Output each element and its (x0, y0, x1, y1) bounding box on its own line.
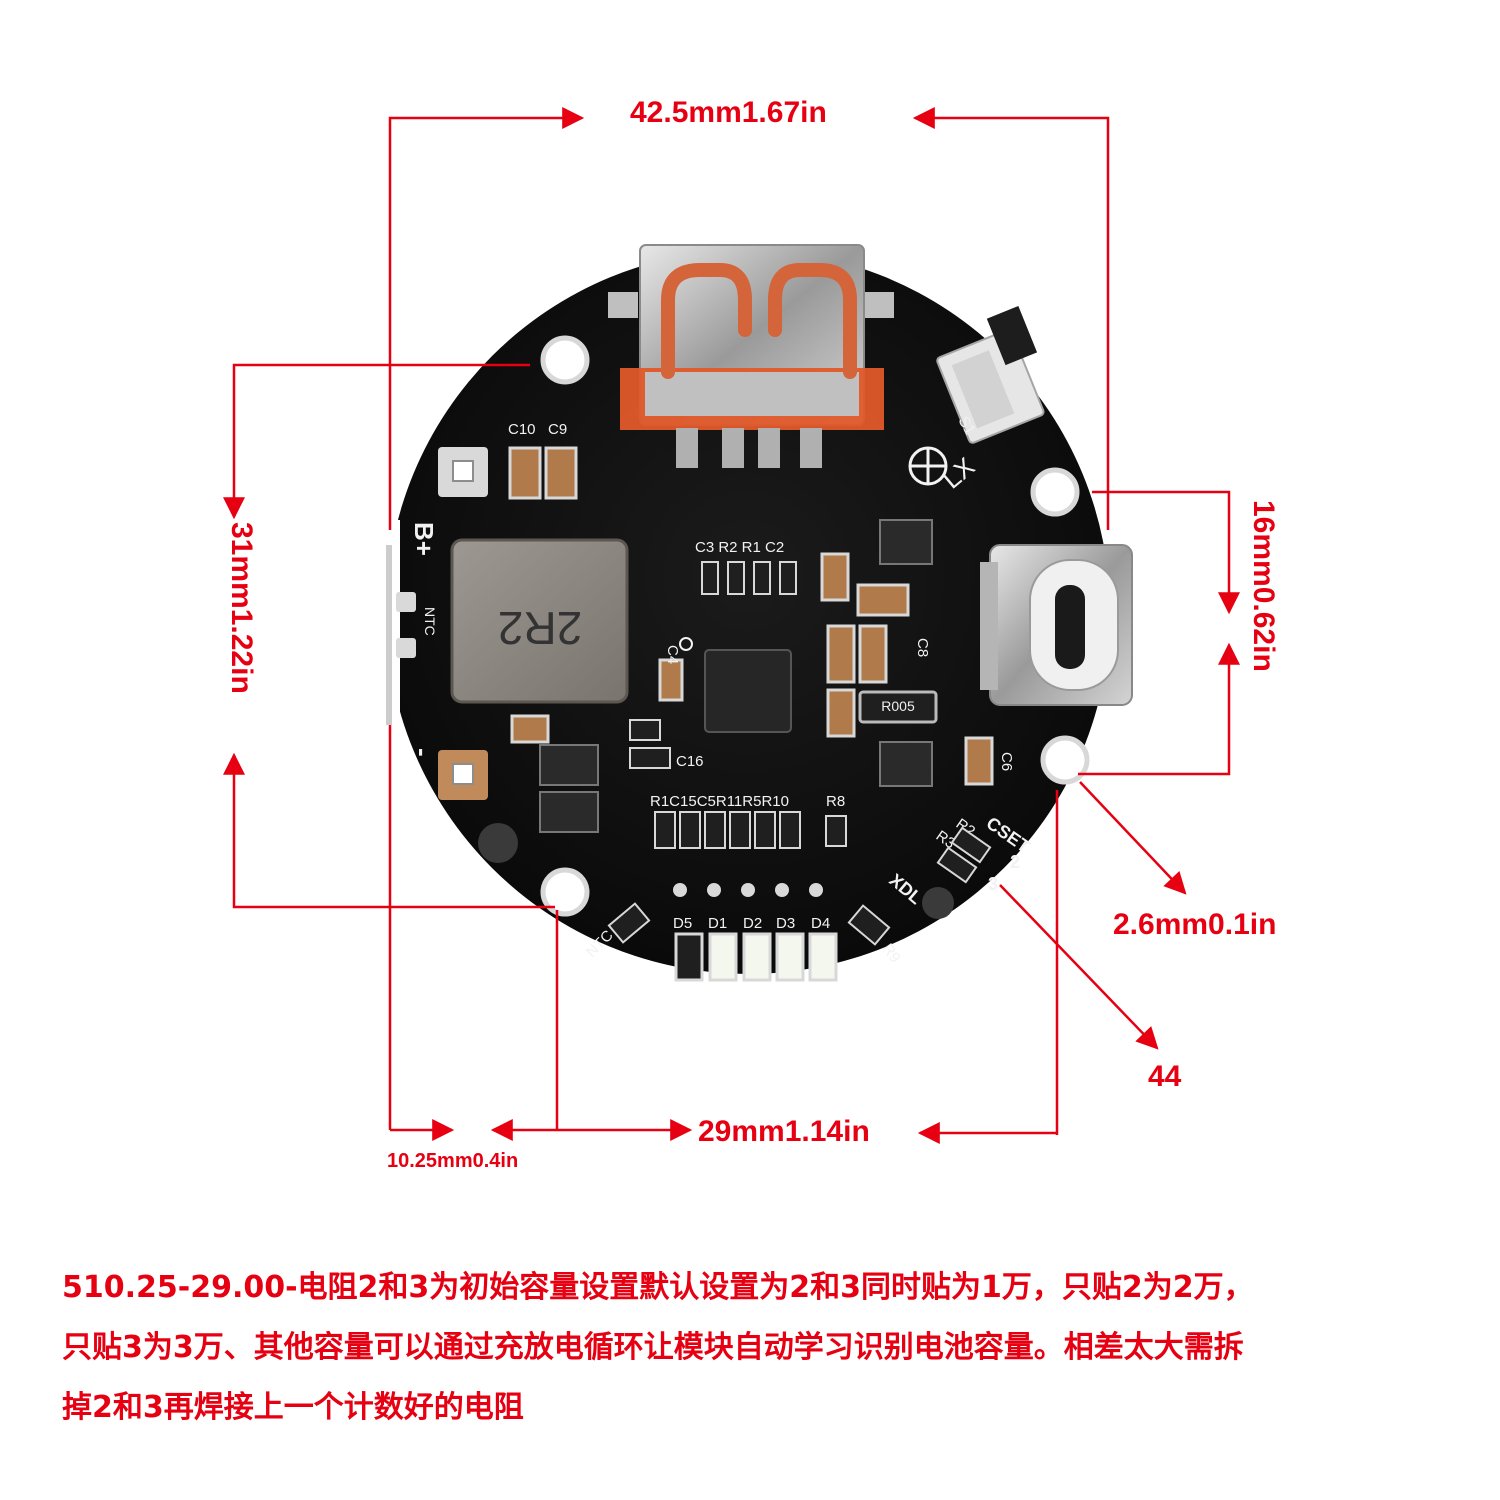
caption-line-2: 只贴3为3万、其他容量可以通过充放电循环让模块自动学习识别电池容量。相差太大需拆 (62, 1330, 1244, 1365)
led-d2 (742, 932, 772, 982)
mount-hole-top-left (540, 335, 590, 385)
led-d4 (808, 932, 838, 982)
dim-label-resistor: 44 (1148, 1060, 1182, 1093)
silk-num3: 3 (988, 874, 998, 894)
dim-label-hole-span: 29mm1.14in (698, 1115, 870, 1148)
pcb-board: B+ - NTC S1 LX (386, 244, 1133, 982)
pcb-edge-shade (386, 545, 392, 725)
dim-label-left-height: 31mm1.22in (225, 522, 258, 694)
dim-hole-leader (1079, 781, 1187, 895)
mount-hole-bottom-left (540, 867, 590, 917)
silk-c8: C8 (914, 638, 931, 657)
ntc-pad-2 (396, 638, 416, 658)
silk-r8: R8 (826, 793, 845, 810)
dim-top-right-arrow (912, 107, 1110, 530)
mosfet-2 (539, 791, 599, 833)
via-large (478, 823, 518, 863)
silk-d4: D4 (811, 915, 830, 932)
mount-hole-right-upper (1030, 467, 1080, 517)
via-right (922, 887, 954, 919)
dim-label-hole-diameter: 2.6mm0.1in (1113, 908, 1277, 941)
usb-a-port (608, 244, 894, 468)
dim-resistor-leader (999, 884, 1159, 1050)
led-d1 (708, 932, 738, 982)
silk-d3: D3 (776, 915, 795, 932)
silk-s1: S1 (955, 414, 979, 438)
dim-left-top-arrow (223, 363, 530, 520)
silk-d5: D5 (673, 915, 692, 932)
dimension-lines (223, 107, 1240, 1144)
sot-ic-bottom (879, 741, 933, 787)
slide-switch (936, 305, 1045, 444)
silk-num2: 2 (1010, 852, 1020, 872)
silk-d2: D2 (743, 915, 762, 932)
mount-hole-right-lower (1040, 735, 1090, 785)
silk-bottom-row: R1C15C5R11R5R10 (650, 793, 789, 810)
capacitors (508, 446, 994, 786)
silk-c4: C4 (664, 645, 681, 664)
description-caption: 510.25-29.00-电阻2和3为初始容量设置默认设置为2和3同时贴为1万，… (62, 1258, 1462, 1438)
test-points (673, 883, 823, 897)
inductor: 2R2 (450, 538, 629, 704)
caption-line-1: 510.25-29.00-电阻2和3为初始容量设置默认设置为2和3同时贴为1万，… (62, 1270, 1254, 1305)
dim-label-top-width: 42.5mm1.67in (630, 96, 827, 129)
dim-label-hole-offset: 10.25mm0.4in (387, 1150, 519, 1172)
silk-d1: D1 (708, 915, 727, 932)
usb-c-port (980, 544, 1133, 706)
inductor-marking: 2R2 (498, 602, 582, 654)
silk-c16: C16 (676, 753, 704, 770)
resistors (607, 561, 992, 946)
silk-top-caps: C3 R2 R1 C2 (695, 539, 784, 556)
dim-right-top-arrow (1092, 490, 1240, 615)
silk-ntc: NTC (422, 607, 438, 636)
led-d5 (674, 932, 704, 982)
silk-b-minus: - (408, 748, 438, 757)
dim-left-bottom-arrow (223, 752, 555, 909)
dim-top-left-arrow (388, 107, 585, 530)
silk-c6: C6 (998, 752, 1015, 771)
mosfet-1 (539, 744, 599, 786)
current-sense-resistor (858, 690, 938, 724)
silk-b-plus: B+ (409, 522, 439, 556)
dim-label-right-height: 16mm0.62in (1247, 500, 1280, 672)
led-d3 (775, 932, 805, 982)
caption-line-3: 掉2和3再焊接上一个计数好的电阻 (62, 1390, 524, 1425)
sot-ic-top (879, 519, 933, 565)
silk-c9: C9 (548, 421, 567, 438)
status-leds (674, 932, 838, 982)
current-sense-marking: R005 (881, 698, 915, 714)
ntc-pad-1 (396, 592, 416, 612)
dim-right-bottom-arrow (1078, 642, 1240, 776)
silk-c10: C10 (508, 421, 536, 438)
controller-ic (704, 649, 792, 733)
